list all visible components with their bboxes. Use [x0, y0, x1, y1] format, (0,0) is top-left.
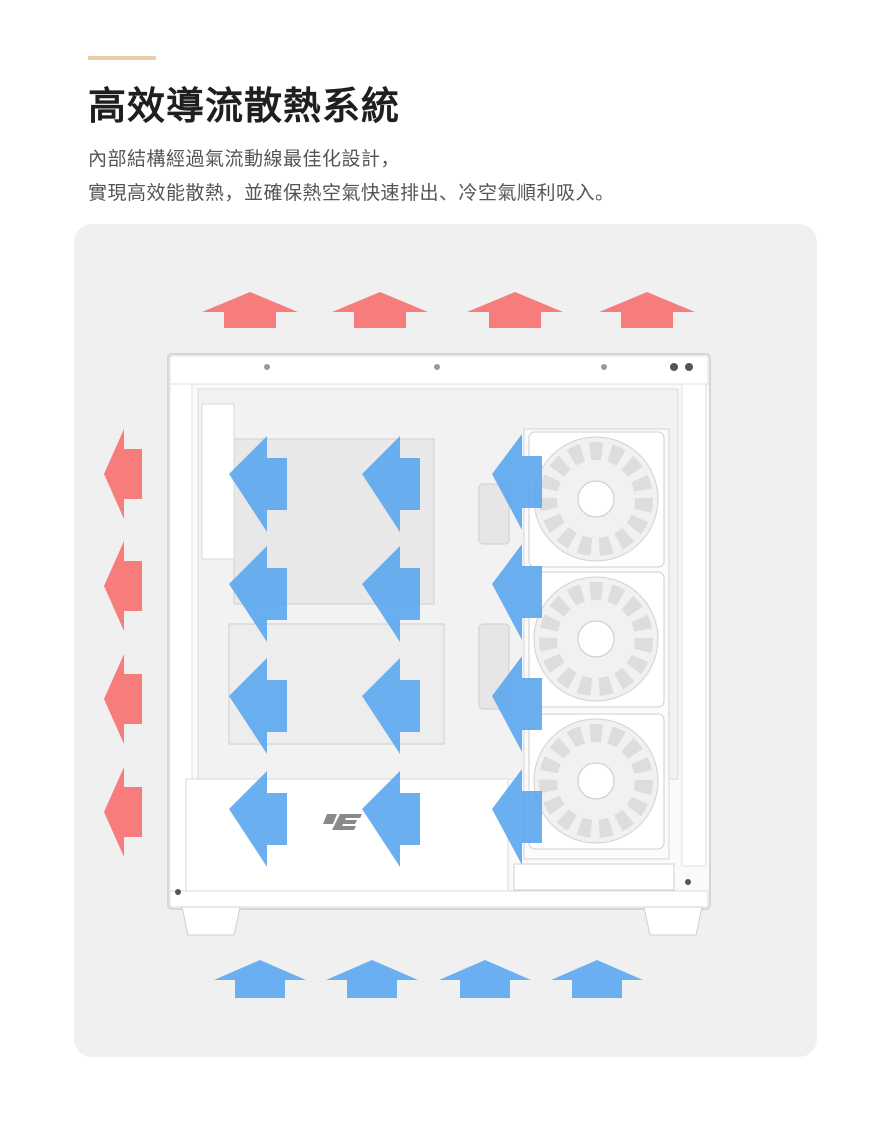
internal-airflow [229, 434, 542, 867]
screw [670, 363, 678, 371]
hot-air-exhaust-top [202, 292, 695, 328]
brand-logo [323, 814, 362, 830]
fan [528, 571, 665, 708]
fan-blades [539, 442, 653, 556]
arrow-left-icon [492, 544, 542, 640]
screw [264, 364, 270, 370]
bottom-vent [513, 863, 675, 891]
screw [685, 363, 693, 371]
screw [175, 889, 181, 895]
arrow-up-icon [599, 292, 695, 328]
accent-bar [88, 56, 156, 60]
arrow-left-icon [104, 767, 142, 857]
fan-hub [577, 480, 615, 518]
case-bottom-rail [169, 890, 709, 908]
subtitle-line-1: 內部結構經過氣流動線最佳化設計， [88, 148, 401, 170]
arrow-left-icon [492, 434, 542, 530]
case-foot-right [643, 906, 703, 936]
fan-blades [539, 724, 653, 838]
arrow-left-icon [229, 546, 287, 642]
arrow-up-icon [439, 960, 531, 998]
arrow-left-icon [362, 436, 420, 532]
arrow-up-icon [326, 960, 418, 998]
screw [601, 364, 607, 370]
case-side-pillar [681, 383, 707, 867]
rear-fan-bracket [201, 403, 235, 560]
screw [434, 364, 440, 370]
airflow-illustration [104, 292, 711, 998]
arrow-left-icon [362, 546, 420, 642]
fan-hub [577, 620, 615, 658]
arrow-left-icon [104, 429, 142, 519]
intake-fans [528, 431, 665, 850]
cool-air-intake-bottom [214, 960, 643, 998]
arrow-up-icon [467, 292, 563, 328]
arrow-left-icon [104, 541, 142, 631]
arrow-up-icon [332, 292, 428, 328]
arrow-left-icon [104, 654, 142, 744]
case-top-rail [169, 355, 709, 385]
arrow-left-icon [229, 436, 287, 532]
psu-shroud [185, 778, 509, 892]
arrow-left-icon [229, 658, 287, 754]
cable-slot [478, 483, 510, 545]
hot-air-exhaust-rear [104, 429, 142, 857]
arrow-left-icon [492, 769, 542, 865]
arrow-left-icon [492, 656, 542, 752]
arrow-left-icon [362, 771, 420, 867]
arrow-left-icon [362, 658, 420, 754]
fan [528, 431, 665, 568]
subtitle-line-2: 實現高效能散熱，並確保熱空氣快速排出、冷空氣順利吸入。 [88, 182, 615, 204]
arrow-up-icon [214, 960, 306, 998]
fan-blades [539, 582, 653, 696]
airflow-illustration-panel [74, 224, 817, 1057]
page-subtitle: 內部結構經過氣流動線最佳化設計， 實現高效能散熱，並確保熱空氣快速排出、冷空氣順… [88, 142, 615, 210]
fan-hub [577, 762, 615, 800]
screw [685, 879, 691, 885]
fan [528, 713, 665, 850]
arrow-up-icon [551, 960, 643, 998]
case-foot-left [181, 906, 241, 936]
page-title: 高效導流散熱系統 [88, 84, 401, 128]
arrow-up-icon [202, 292, 298, 328]
arrow-left-icon [229, 771, 287, 867]
